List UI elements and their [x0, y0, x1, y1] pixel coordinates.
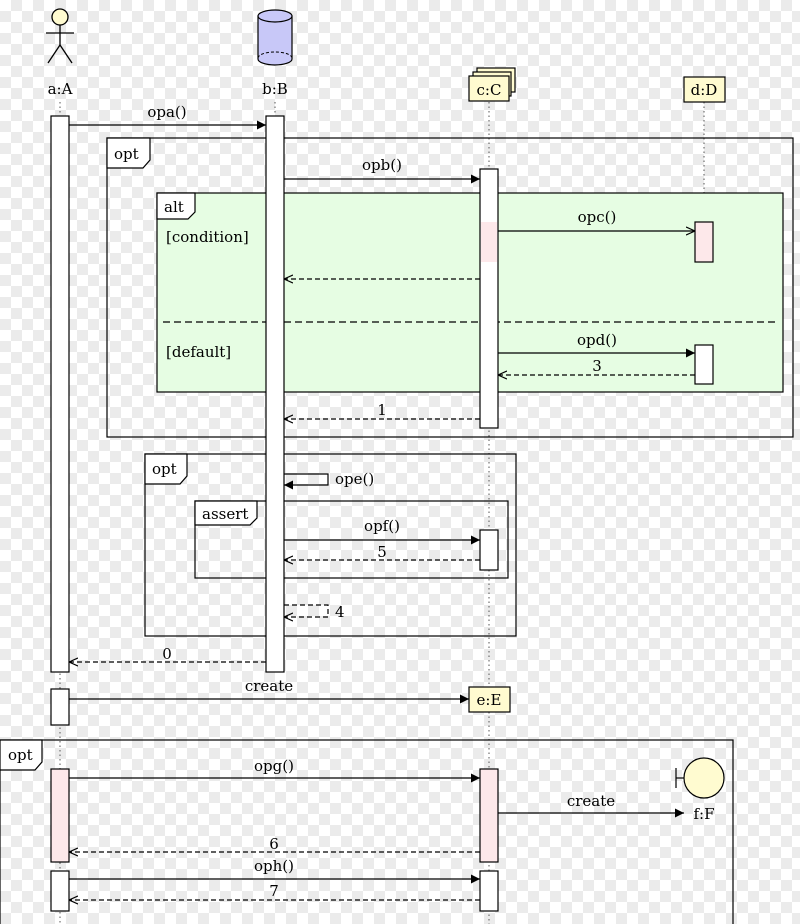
svg-text:ope(): ope() — [335, 470, 374, 488]
svg-text:opt: opt — [8, 746, 33, 764]
svg-text:create: create — [567, 792, 615, 810]
guard-condition: [condition] — [166, 228, 249, 246]
svg-text:alt: alt — [164, 198, 184, 216]
message-opf: opf() — [284, 517, 480, 545]
create-message-f: create — [498, 792, 684, 818]
message-opb: opb() — [284, 156, 480, 184]
svg-text:oph(): oph() — [254, 857, 294, 875]
svg-text:5: 5 — [377, 543, 387, 561]
participant-label-e: e:E — [477, 691, 502, 709]
svg-text:opg(): opg() — [254, 757, 294, 775]
self-return-message-4: 4 — [284, 603, 345, 621]
participant-label-c: c:C — [477, 81, 502, 99]
activation-c-1 — [479, 168, 499, 429]
message-oph: oph() — [69, 857, 480, 884]
object-d: d:D — [683, 76, 726, 103]
self-message-ope: ope() — [284, 470, 374, 490]
entity-circle-icon — [675, 757, 725, 799]
svg-text:opt: opt — [152, 460, 177, 478]
svg-text:3: 3 — [592, 357, 602, 375]
activation-a-4 — [50, 870, 70, 912]
svg-text:1: 1 — [377, 401, 387, 419]
svg-text:opd(): opd() — [577, 331, 617, 349]
create-message-e: create — [69, 677, 469, 704]
message-opa: opa() — [69, 103, 266, 130]
participant-label-d: d:D — [691, 81, 718, 99]
activation-e-2 — [479, 870, 499, 912]
svg-text:7: 7 — [269, 882, 279, 900]
activation-c-2 — [479, 529, 499, 571]
database-cylinder-icon — [257, 9, 293, 66]
participant-label-b: b:B — [262, 80, 288, 98]
svg-text:0: 0 — [162, 645, 172, 663]
participant-label-a: a:A — [48, 80, 73, 98]
database-b: b:B — [257, 9, 293, 98]
svg-text:opt: opt — [114, 145, 139, 163]
return-message-7: 7 — [69, 882, 480, 900]
entity-f: f:F — [675, 757, 725, 823]
message-opc: opc() — [498, 208, 695, 231]
activation-a-1 — [50, 115, 70, 673]
svg-text:opa(): opa() — [147, 103, 186, 121]
activation-e-1 — [479, 768, 499, 863]
activation-d-2 — [694, 344, 714, 385]
activation-b — [265, 115, 285, 673]
fragment-alt: alt [condition] [default] — [156, 192, 784, 393]
guard-default: [default] — [166, 343, 231, 361]
message-opd: opd() — [498, 331, 695, 358]
fragment-opt-2: opt — [144, 453, 517, 637]
svg-text:opf(): opf() — [364, 517, 400, 535]
svg-text:6: 6 — [269, 835, 279, 853]
fragment-opt-3: opt — [0, 739, 734, 924]
actor-stick-figure-icon — [46, 8, 74, 64]
return-message-0: 0 — [69, 645, 266, 663]
fragment-opt-1: opt — [106, 137, 794, 438]
return-message-5: 5 — [284, 543, 480, 561]
return-message-6: 6 — [69, 835, 480, 853]
object-e: e:E — [468, 686, 511, 713]
svg-text:opc(): opc() — [578, 208, 617, 226]
activation-d-1 — [694, 221, 714, 263]
activation-a-2 — [50, 688, 70, 726]
actor-a: a:A — [46, 8, 74, 98]
multi-object-c: c:C — [468, 67, 516, 102]
fragment-assert: assert — [194, 500, 509, 579]
svg-text:create: create — [245, 677, 293, 695]
participant-label-f: f:F — [693, 805, 714, 823]
message-opg: opg() — [69, 757, 480, 783]
svg-text:assert: assert — [202, 505, 248, 523]
svg-text:opb(): opb() — [362, 156, 402, 174]
return-message-1: 1 — [284, 401, 480, 419]
activation-a-3 — [50, 768, 70, 863]
svg-text:4: 4 — [335, 603, 345, 621]
return-message-3: 3 — [498, 357, 695, 375]
activation-c-highlight — [481, 222, 497, 262]
